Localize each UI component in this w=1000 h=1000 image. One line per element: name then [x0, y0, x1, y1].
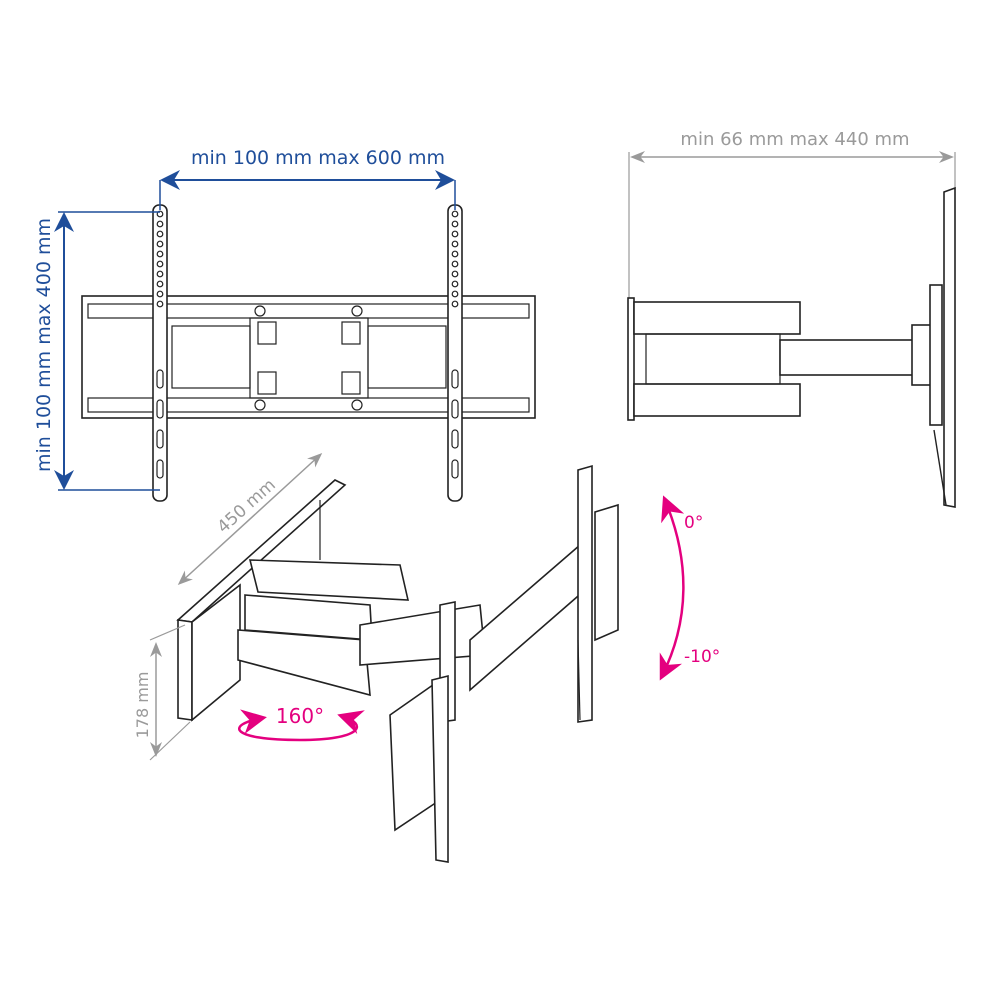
swivel-indicator: 160°: [238, 704, 365, 742]
vesa-bracket-left: [152, 204, 168, 502]
width-label: min 100 mm max 600 mm: [191, 147, 445, 169]
extension-label: min 66 mm max 440 mm: [680, 129, 909, 150]
bracket-hole: [156, 210, 164, 218]
bracket-hole: [451, 230, 459, 238]
perspective-view: 450 mm 178 mm: [133, 452, 619, 863]
bracket-hole: [156, 250, 164, 258]
bracket-slot: [156, 429, 164, 449]
bracket-hole: [451, 270, 459, 278]
swivel-label: 160°: [276, 704, 324, 728]
bracket-slot: [451, 459, 459, 479]
bracket-hole: [451, 220, 459, 228]
height-dimension: min 100 mm max 400 mm: [33, 211, 160, 491]
front-view: [81, 204, 536, 502]
bracket-hole: [451, 210, 459, 218]
bracket-hole: [451, 290, 459, 298]
bracket-hole: [451, 240, 459, 248]
width-dimension: min 100 mm max 600 mm: [159, 147, 456, 210]
vesa-bracket-right: [447, 204, 463, 502]
arm-length-label: 450 mm: [214, 475, 280, 537]
height-label: min 100 mm max 400 mm: [33, 218, 55, 472]
bracket-hole: [451, 280, 459, 288]
plate-height-label: 178 mm: [133, 672, 152, 739]
bracket-hole: [451, 250, 459, 258]
bracket-hole: [451, 300, 459, 308]
tilt-indicator: 0° -10°: [659, 495, 720, 681]
bracket-slot: [451, 429, 459, 449]
wall-plate-frame: [81, 295, 536, 419]
bracket-slot: [156, 399, 164, 419]
bracket-slot: [451, 399, 459, 419]
bracket-hole: [156, 220, 164, 228]
bracket-hole: [156, 270, 164, 278]
bracket-hole: [156, 280, 164, 288]
tilt-down-label: -10°: [684, 647, 720, 667]
bracket-hole: [156, 240, 164, 248]
bracket-hole: [451, 260, 459, 268]
bracket-slot: [156, 369, 164, 389]
bracket-hole: [156, 290, 164, 298]
side-view: min 66 mm max 440 mm: [627, 129, 956, 508]
tilt-up-label: 0°: [684, 513, 703, 533]
bracket-hole: [156, 260, 164, 268]
bracket-slot: [451, 369, 459, 389]
bracket-slot: [156, 459, 164, 479]
bracket-hole: [156, 230, 164, 238]
bracket-hole: [156, 300, 164, 308]
